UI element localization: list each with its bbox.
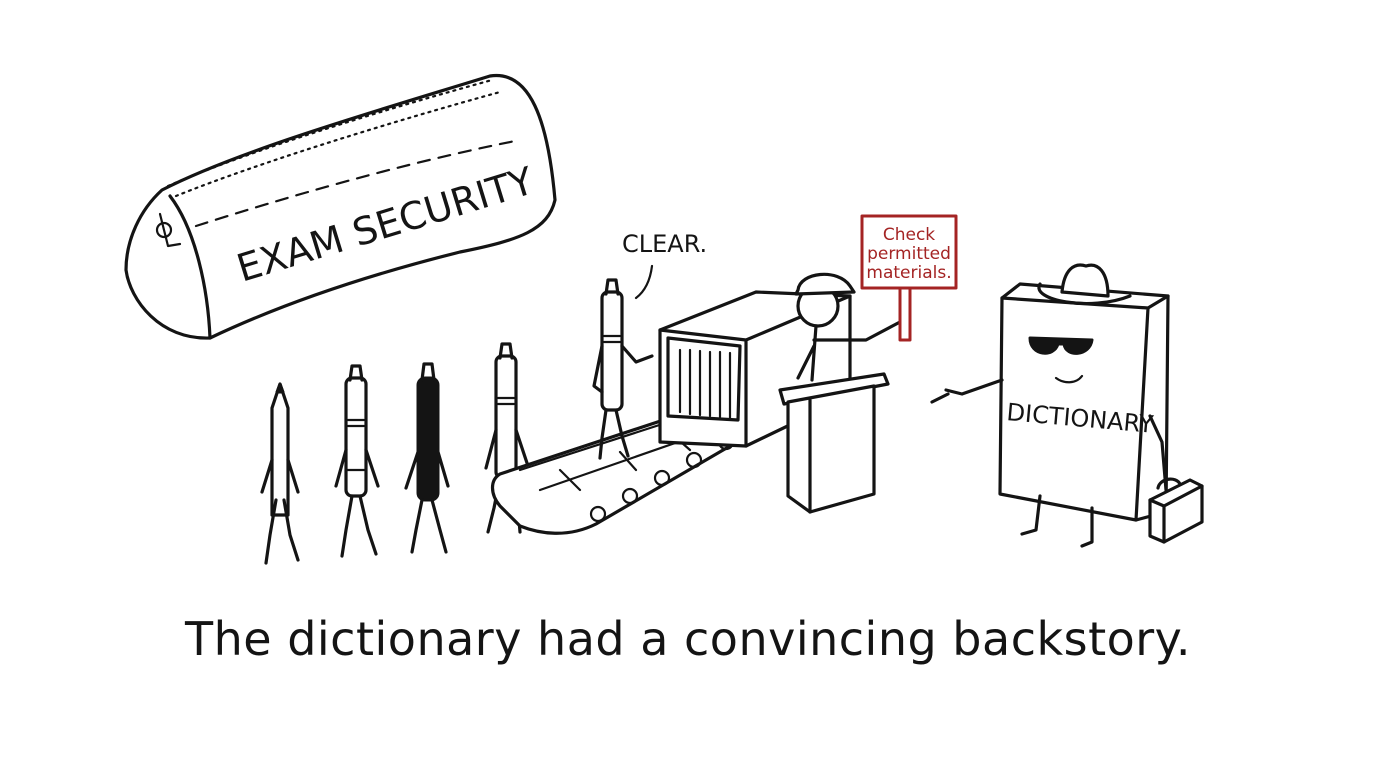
pencil-case: EXAM SECURITY xyxy=(124,73,557,340)
pencil-character xyxy=(260,382,300,565)
pen-character-2 xyxy=(404,362,450,554)
warning-sign: Check permitted materials. xyxy=(860,214,958,342)
pen-on-belt xyxy=(592,278,654,460)
speech-bubble-text: CLEAR. xyxy=(622,230,707,258)
sign-line-1: Check xyxy=(883,225,935,245)
sign-line-3: materials. xyxy=(866,263,951,283)
podium xyxy=(778,372,890,514)
speech-bubble: CLEAR. xyxy=(622,230,707,300)
sign-line-2: permitted xyxy=(867,244,951,264)
briefcase-icon xyxy=(1148,477,1204,544)
pen-character-1 xyxy=(334,364,380,558)
security-guard xyxy=(794,272,902,382)
dictionary-character: DICTIONARY xyxy=(930,263,1170,548)
caption: The dictionary had a convincing backstor… xyxy=(185,612,1191,666)
